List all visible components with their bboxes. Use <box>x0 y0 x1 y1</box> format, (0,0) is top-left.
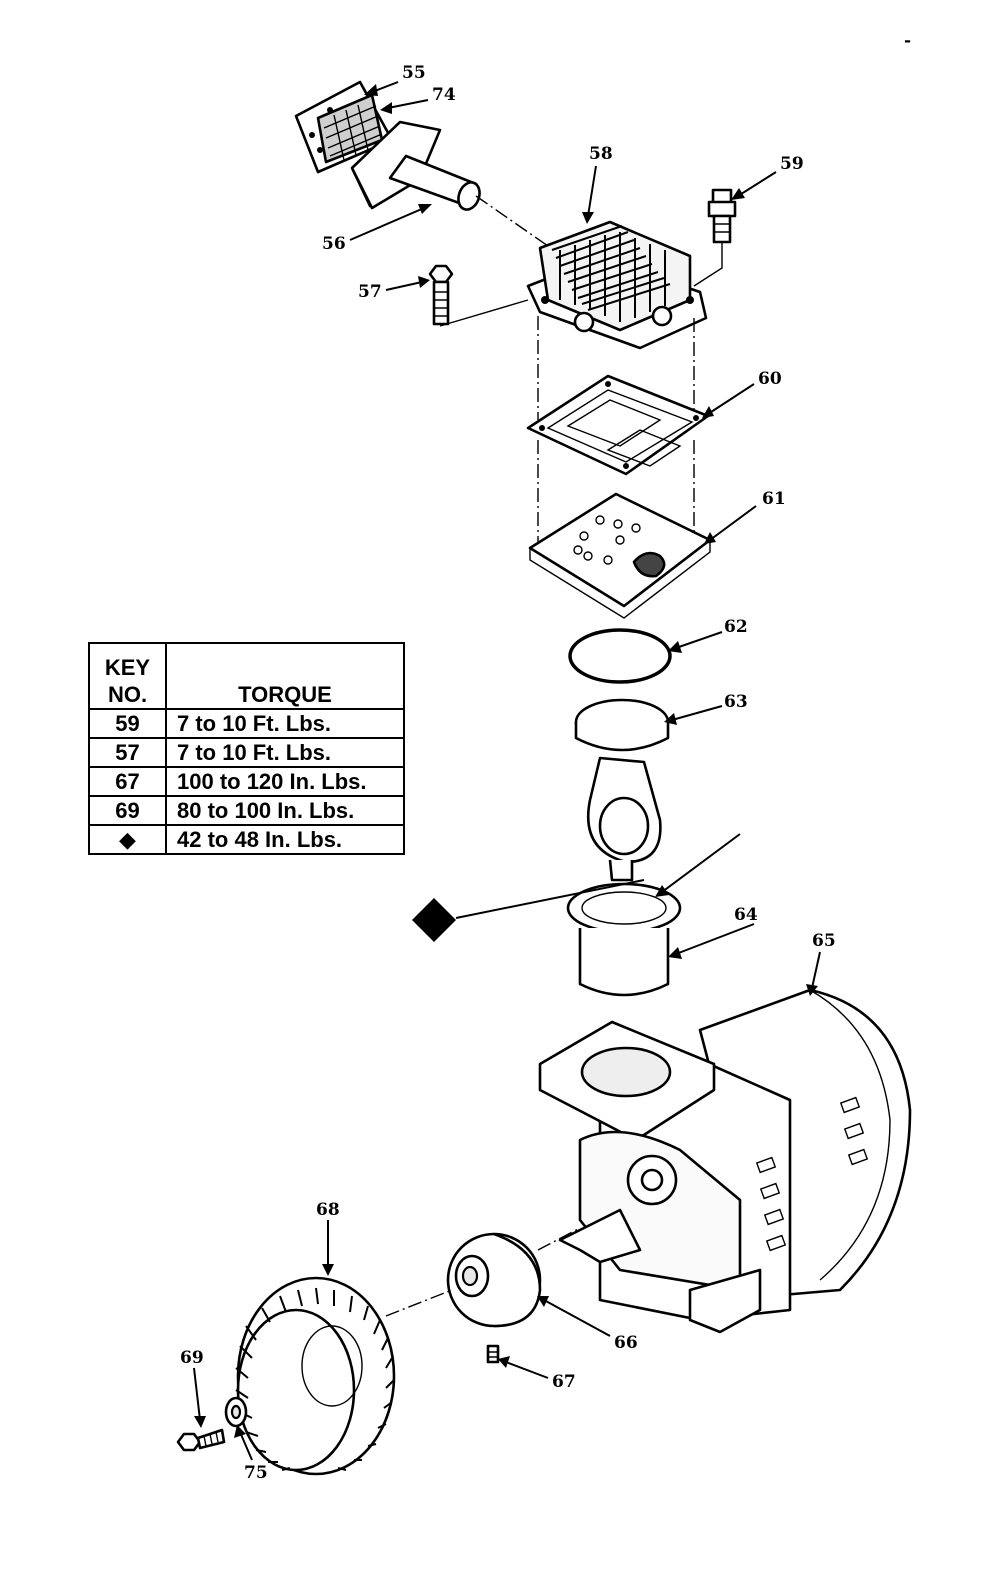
callout-57: 57 <box>358 282 382 302</box>
row-key: 67 <box>88 766 167 797</box>
callout-61: 61 <box>762 489 786 509</box>
part-57-bolt <box>428 264 454 326</box>
row-torque: 7 to 10 Ft. Lbs. <box>165 708 405 739</box>
assembly-center-lines <box>385 195 723 1317</box>
callout-58: 58 <box>589 144 613 164</box>
row-torque: 7 to 10 Ft. Lbs. <box>165 737 405 768</box>
diamond-marker-icon <box>412 898 456 942</box>
callout-66: 66 <box>614 1333 638 1353</box>
table-row: 69 80 to 100 In. Lbs. <box>88 795 405 826</box>
row-torque: 100 to 120 In. Lbs. <box>165 766 405 797</box>
callout-60: 60 <box>758 369 782 389</box>
part-62-o-ring <box>568 628 672 684</box>
header-key-no: KEY NO. <box>88 642 167 710</box>
callout-65: 65 <box>812 931 836 951</box>
part-58-cylinder-head <box>526 220 708 350</box>
torque-table: KEY NO. TORQUE 59 7 to 10 Ft. Lbs. 57 7 … <box>88 642 405 855</box>
table-row: 59 7 to 10 Ft. Lbs. <box>88 708 405 739</box>
callout-75: 75 <box>244 1463 268 1483</box>
table-row: 67 100 to 120 In. Lbs. <box>88 766 405 797</box>
leader-lines <box>193 81 821 1461</box>
callout-55: 55 <box>402 63 426 83</box>
part-67-set-screw <box>486 1344 500 1364</box>
header-torque: TORQUE <box>165 642 405 710</box>
row-key: 57 <box>88 737 167 768</box>
callout-labels: 55 74 58 59 56 57 60 61 62 63 64 65 68 6… <box>180 63 836 1483</box>
row-key: 69 <box>88 795 167 826</box>
part-56-intake-silencer <box>350 120 481 211</box>
part-65-motor-crankcase <box>538 988 912 1334</box>
callout-69: 69 <box>180 1348 204 1368</box>
part-75-washer <box>224 1396 248 1428</box>
table-row: 57 7 to 10 Ft. Lbs. <box>88 737 405 768</box>
callout-56: 56 <box>322 234 346 254</box>
part-68-fan-wheel <box>235 1276 396 1476</box>
callout-62: 62 <box>724 617 748 637</box>
part-64-bushing <box>566 882 682 997</box>
part-69-bolt <box>176 1428 226 1452</box>
callout-68: 68 <box>316 1200 340 1220</box>
part-61-valve-plate <box>528 492 712 619</box>
row-torque: 42 to 48 In. Lbs. <box>165 824 405 855</box>
row-torque: 80 to 100 In. Lbs. <box>165 795 405 826</box>
table-row: ◆ 42 to 48 In. Lbs. <box>88 824 405 855</box>
row-key-diamond-icon: ◆ <box>88 824 167 855</box>
torque-table-header: KEY NO. TORQUE <box>88 642 405 710</box>
part-66-hub <box>446 1232 542 1328</box>
corner-mark: - <box>904 31 911 51</box>
callout-59: 59 <box>780 154 804 174</box>
row-key: 59 <box>88 708 167 739</box>
callout-67: 67 <box>552 1372 576 1392</box>
callout-63: 63 <box>724 692 748 712</box>
callout-74: 74 <box>432 85 456 105</box>
part-59-fitting <box>707 188 737 244</box>
part-60-gasket <box>526 374 710 476</box>
callout-64: 64 <box>734 905 758 925</box>
part-63-piston-rod <box>574 698 670 882</box>
